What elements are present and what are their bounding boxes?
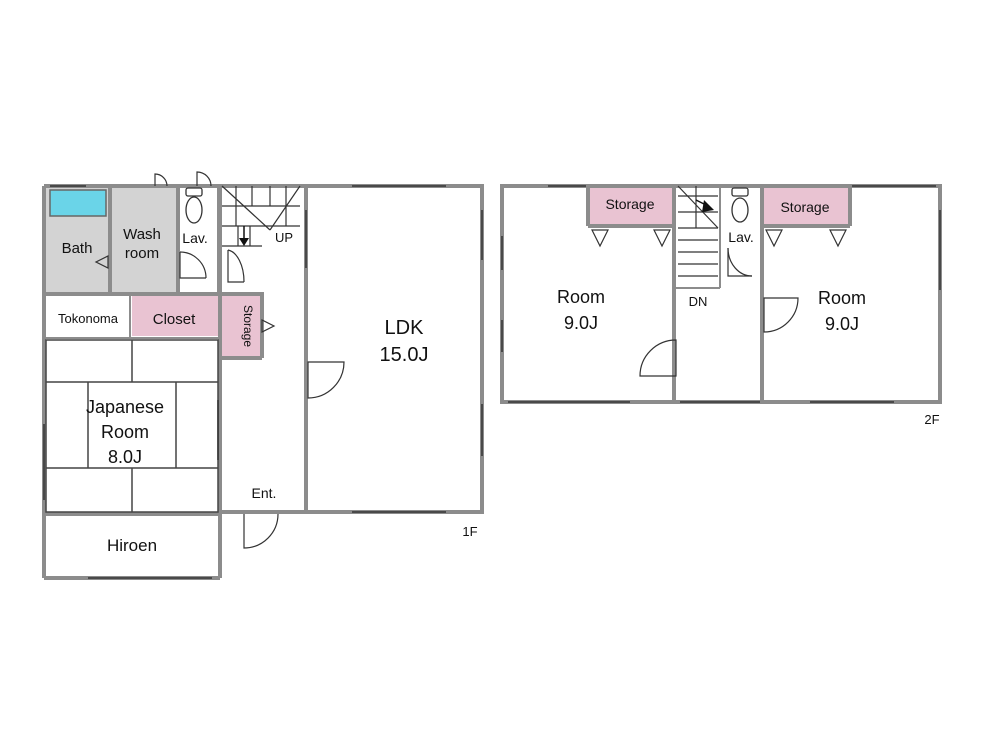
floor-1f: Bath Wash room Lav. UP Tokonoma Closet S… <box>42 171 484 580</box>
storage-2f-right-area <box>762 186 850 226</box>
windows-1f <box>43 185 483 579</box>
room-left-label: Room <box>557 287 605 307</box>
room-right-label: Room <box>818 288 866 308</box>
japanese-room-label-line1: Japanese <box>86 397 164 417</box>
windows-2f <box>501 185 941 403</box>
storage-2f-left-area <box>588 186 674 226</box>
closet-area <box>132 296 218 336</box>
ldk-size: 15.0J <box>380 344 429 366</box>
staircase-1f <box>221 185 301 247</box>
floor-label-1f: 1F <box>462 524 477 539</box>
toilet-2f-icon <box>731 187 749 223</box>
wash-room-label-line2: room <box>125 245 159 262</box>
bathtub <box>49 189 107 217</box>
storage-label-2f-left: Storage <box>605 196 654 212</box>
partitions-2f <box>676 186 721 289</box>
closet-label: Closet <box>153 311 196 328</box>
toilet-icon <box>185 187 203 224</box>
storage-label-1f: Storage <box>241 305 255 347</box>
hiroen-label: Hiroen <box>107 536 157 555</box>
dn-label: DN <box>689 294 708 309</box>
ldk-label: LDK <box>385 317 425 339</box>
entrance-label: Ent. <box>252 485 277 501</box>
bath-label: Bath <box>62 240 93 257</box>
storage-door-marks-2f <box>591 229 847 248</box>
door-swings-2f <box>639 247 799 377</box>
partitions-1f <box>44 186 219 339</box>
wash-room-label-line1: Wash <box>123 226 161 243</box>
room-right-size: 9.0J <box>825 314 859 334</box>
stair-arrow-2f-icon <box>695 199 714 212</box>
staircase-2f <box>677 185 719 277</box>
stair-arrow-icon <box>239 226 249 246</box>
walls-1f <box>42 184 484 580</box>
floor-label-2f: 2F <box>924 412 939 427</box>
storage-label-2f-right: Storage <box>780 199 829 215</box>
japanese-room-label-line2: Room <box>101 422 149 442</box>
up-label: UP <box>275 230 293 245</box>
lav-label-1f: Lav. <box>182 230 207 246</box>
storage-1f-area <box>220 294 260 358</box>
wash-room-area <box>110 186 178 294</box>
room-left-size: 9.0J <box>564 313 598 333</box>
tokonoma-label: Tokonoma <box>58 311 119 326</box>
floor-2f: Storage Storage Lav. DN Room 9.0J Room 9… <box>500 184 942 427</box>
lav-label-2f: Lav. <box>728 229 753 245</box>
door-swings-1f <box>94 171 345 549</box>
japanese-room-size: 8.0J <box>108 447 142 467</box>
